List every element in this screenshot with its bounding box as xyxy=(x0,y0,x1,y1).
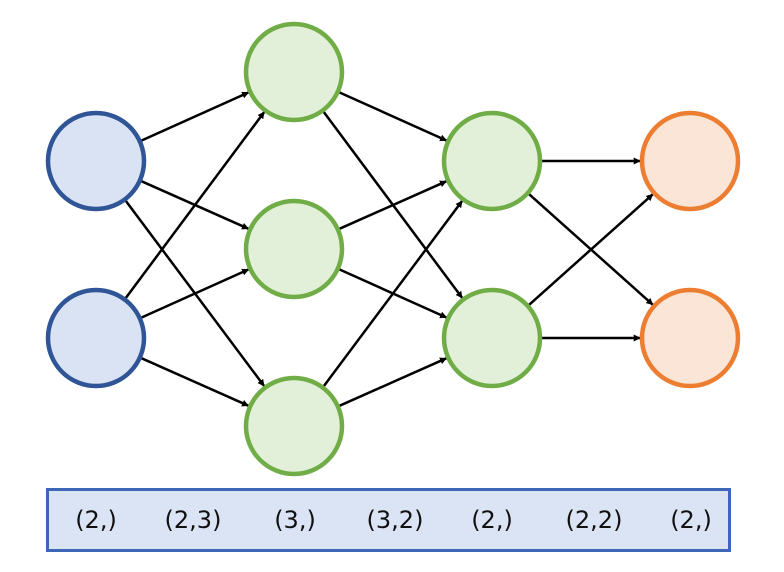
edge-l1-n2-to-n2 xyxy=(141,268,250,319)
edge-l3-n2-to-n1 xyxy=(528,193,654,306)
edge-l2-n2-to-n1 xyxy=(339,180,447,230)
shape-label-hidden-2: (2,) xyxy=(471,506,513,534)
network-nodes xyxy=(45,21,741,477)
hidden-node-layer3-1 xyxy=(441,110,543,212)
shape-label-input: (2,) xyxy=(75,506,117,534)
shape-label-weights-1: (2,3) xyxy=(164,506,222,534)
shape-label-weights-3: (2,2) xyxy=(565,506,623,534)
shape-label-weights-2: (3,2) xyxy=(366,506,424,534)
shape-label-hidden-1: (3,) xyxy=(274,506,316,534)
edge-l1-n2-to-n3 xyxy=(141,357,249,407)
hidden-node-layer2-3 xyxy=(243,375,345,477)
input-node-layer1-1 xyxy=(45,110,147,212)
edge-l1-n1-to-n1 xyxy=(141,91,250,142)
output-node-layer4-2 xyxy=(639,287,741,389)
hidden-node-layer2-2 xyxy=(243,198,345,300)
tensor-shape-bar xyxy=(46,488,731,552)
input-node-layer1-2 xyxy=(45,287,147,389)
edge-l1-n2-to-n1 xyxy=(124,111,266,299)
hidden-node-layer3-2 xyxy=(441,287,543,389)
edge-l2-n3-to-n2 xyxy=(339,357,447,407)
edge-l2-n3-to-n1 xyxy=(322,200,464,387)
connection-edges xyxy=(124,91,654,407)
shape-label-output: (2,) xyxy=(670,506,712,534)
edge-l2-n1-to-n1 xyxy=(339,91,448,142)
output-node-layer4-1 xyxy=(639,110,741,212)
hidden-node-layer2-1 xyxy=(243,21,345,123)
